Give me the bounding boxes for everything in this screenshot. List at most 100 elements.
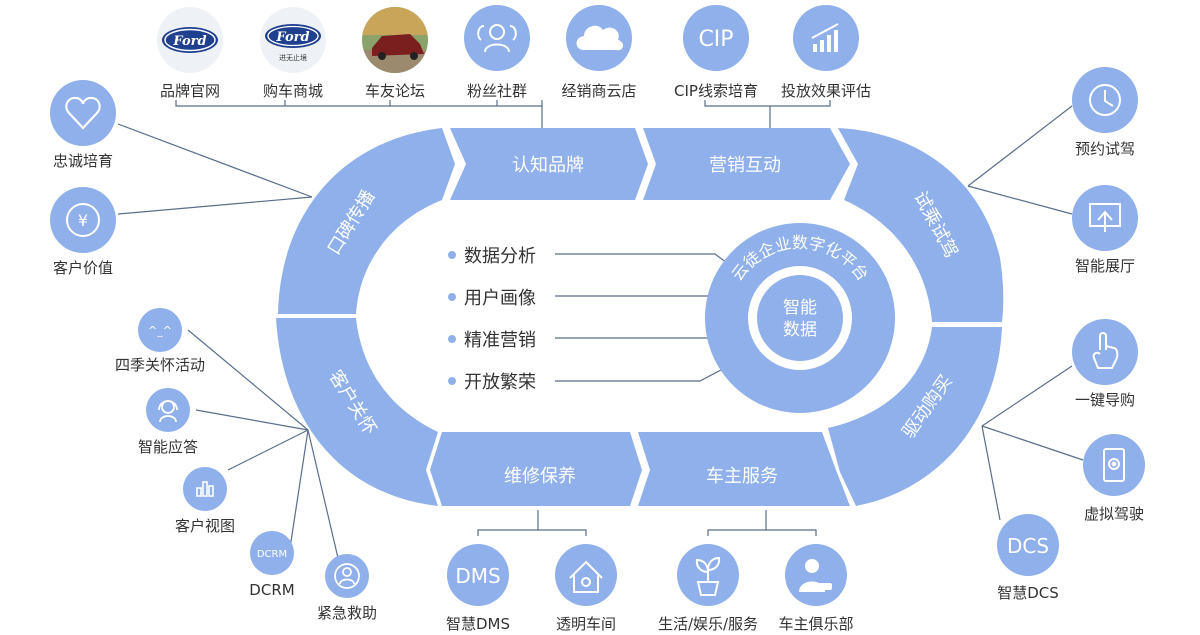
- bullet-dot: [448, 377, 456, 385]
- top-node-car-mall[interactable]: Ford 进无止境 购车商城: [260, 7, 326, 100]
- top-node-dealer-cloud[interactable]: 经销商云店: [561, 5, 637, 100]
- clock-icon: [1089, 84, 1121, 116]
- cip-icon: CIP: [698, 27, 733, 52]
- left-node-answer[interactable]: 智能应答: [138, 388, 198, 456]
- node-bg: [447, 544, 509, 606]
- node-bg: [785, 544, 847, 606]
- link-virtual: [981, 425, 1084, 461]
- bottom-right-bracket: [707, 529, 817, 536]
- top-node-label: 购车商城: [263, 82, 323, 100]
- node-bg: [1072, 319, 1138, 385]
- svg-text:Ford: Ford: [275, 30, 309, 45]
- screen-icon: [1089, 203, 1121, 232]
- left-node-seasonal[interactable]: ^_^ 四季关怀活动: [115, 308, 205, 374]
- top-node-evaluation[interactable]: 投放效果评估: [781, 5, 871, 100]
- left-node-rescue[interactable]: 紧急救助: [317, 554, 377, 622]
- top-right-bracket-line: [704, 100, 831, 107]
- top-node-label: 品牌官网: [160, 82, 220, 100]
- left-node-label: 智能应答: [138, 438, 198, 456]
- top-node-brand-site[interactable]: Ford 品牌官网: [157, 7, 223, 100]
- feature-item: 精准营销: [464, 330, 536, 351]
- top-node-label: 投放效果评估: [781, 82, 871, 100]
- top-node-label: CIP线索培育: [674, 82, 758, 100]
- bullet-dot: [448, 335, 456, 343]
- smile-icon: ^_^: [148, 324, 172, 337]
- segment-left-top: [278, 128, 455, 314]
- rescue-icon: [334, 563, 360, 589]
- group-icon: [477, 24, 517, 53]
- ford-logo-icon: Ford: [162, 27, 218, 53]
- right-node-dcs[interactable]: DCS 智慧DCS: [997, 514, 1059, 602]
- left-node-value[interactable]: ¥ 客户价值: [50, 187, 116, 277]
- bottom-node-life[interactable]: 生活/娱乐/服务: [658, 544, 758, 633]
- left-node-label: 四季关怀活动: [115, 356, 205, 374]
- touch-icon: [1092, 332, 1119, 369]
- segment-label-top1: 认知品牌: [512, 155, 584, 176]
- top-node-forum[interactable]: 车友论坛: [360, 5, 432, 100]
- plant-icon: [695, 556, 721, 596]
- node-bg: [555, 544, 617, 606]
- right-node-virtual[interactable]: 虚拟驾驶: [1083, 434, 1145, 523]
- right-node-testdrive[interactable]: 预约试驾: [1072, 67, 1138, 158]
- right-node-label: 一键导购: [1075, 391, 1135, 409]
- top-bracket-line: [175, 100, 543, 107]
- phone-icon: [1103, 448, 1125, 482]
- node-bg: [793, 5, 859, 71]
- link-dcrm: [289, 429, 309, 549]
- segment-label-top2: 营销互动: [709, 155, 781, 176]
- node-bg: [997, 514, 1059, 576]
- bottom-node-label: 生活/娱乐/服务: [658, 615, 758, 633]
- dcs-icon: DCS: [1007, 534, 1049, 558]
- feature-item: 开放繁荣: [464, 372, 536, 393]
- right-node-label: 预约试驾: [1075, 140, 1135, 158]
- bullet-dot: [448, 251, 456, 259]
- bottom-node-owner-club[interactable]: 车主俱乐部: [778, 544, 854, 633]
- segment-left-bottom: [276, 318, 438, 506]
- node-bg: [138, 308, 182, 352]
- yen-icon: ¥: [66, 203, 100, 237]
- heart-icon: [65, 96, 101, 130]
- segment-label-bottom2: 车主服务: [706, 466, 778, 487]
- link-guide: [981, 365, 1073, 427]
- left-node-dcrm[interactable]: DCRM DCRM: [249, 531, 295, 599]
- dms-icon: DMS: [455, 564, 500, 588]
- link-answer: [195, 409, 309, 431]
- right-node-guide[interactable]: 一键导购: [1072, 319, 1138, 409]
- segment-top1: [450, 128, 648, 200]
- right-node-label: 智慧DCS: [997, 584, 1059, 602]
- owner-icon: [799, 559, 832, 592]
- left-node-label: DCRM: [249, 581, 294, 599]
- node-bg: [50, 80, 116, 146]
- node-bg: [183, 467, 227, 511]
- node-bg: [146, 388, 190, 432]
- link-loyalty: [117, 123, 313, 198]
- bottom-node-label: 智慧DMS: [446, 615, 510, 633]
- core-line2: 数据: [783, 320, 817, 340]
- top-node-fans[interactable]: 粉丝社群: [464, 5, 530, 100]
- segment-label-bottom1: 维修保养: [504, 466, 576, 487]
- node-bg: [50, 187, 116, 253]
- bottom-node-label: 透明车间: [556, 615, 616, 633]
- feature-list: 数据分析 用户画像 精准营销 开放繁荣: [448, 246, 536, 393]
- platform-core: 云徒企业数字化平台 智能 数据: [705, 223, 895, 413]
- top-node-label: 经销商云店: [561, 82, 636, 100]
- bottom-node-dms[interactable]: DMS 智慧DMS: [446, 544, 510, 633]
- connector-lines: [117, 100, 1084, 559]
- left-node-label: 客户视图: [175, 517, 235, 535]
- support-icon: [158, 400, 178, 423]
- left-node-loyalty[interactable]: 忠诚培育: [50, 80, 116, 170]
- top-node-cip[interactable]: CIP CIP线索培育: [674, 5, 758, 100]
- right-node-showroom[interactable]: 智能展厅: [1072, 185, 1138, 275]
- ford-logo-icon: Ford 进无止境: [265, 24, 321, 62]
- segment-bottom2: [638, 432, 850, 506]
- feature-item: 用户画像: [464, 288, 536, 309]
- left-node-customer-view[interactable]: 客户视图: [175, 467, 235, 535]
- bullet-dot: [448, 293, 456, 301]
- bottom-node-workshop[interactable]: 透明车间: [555, 544, 617, 633]
- svg-text:进无止境: 进无止境: [279, 53, 307, 62]
- bottom-node-label: 车主俱乐部: [778, 615, 853, 633]
- core-line1: 智能: [783, 298, 817, 318]
- dcrm-icon: DCRM: [257, 549, 287, 560]
- svg-text:Ford: Ford: [172, 34, 206, 49]
